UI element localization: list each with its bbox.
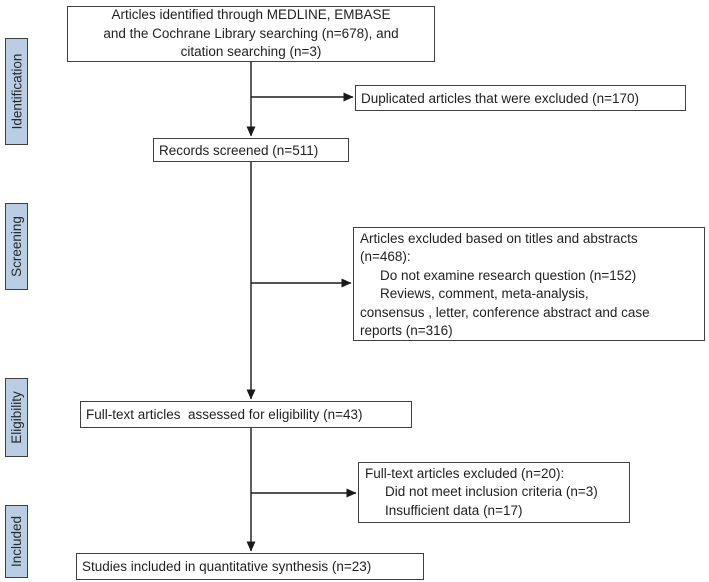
identified-line-1: Articles identified through MEDLINE, EMB…: [111, 7, 391, 23]
stage-label-included: Included: [5, 505, 28, 578]
excluded-ta-line-4: Reviews, comment, meta-analysis,: [380, 286, 589, 302]
box-articles-identified: Articles identified through MEDLINE, EMB…: [67, 6, 435, 62]
excluded-ta-line-2: (n=468):: [360, 249, 411, 265]
records-screened-text: Records screened (n=511): [159, 142, 319, 158]
identified-line-3: citation searching (n=3): [180, 44, 322, 60]
excluded-ta-line-6: reports (n=316): [360, 323, 453, 339]
stage-label-eligibility-text: Eligibility: [9, 391, 24, 444]
box-excluded-titles-abstracts: Articles excluded based on titles and ab…: [353, 227, 705, 341]
identified-line-2: and the Cochrane Library searching (n=67…: [103, 25, 399, 41]
stage-label-identification-text: Identification: [9, 53, 24, 130]
stage-label-screening: Screening: [5, 203, 28, 290]
studies-included-text: Studies included in quantitative synthes…: [82, 559, 372, 574]
duplicates-excluded-text: Duplicated articles that were excluded (…: [361, 90, 640, 106]
stage-label-identification: Identification: [5, 38, 28, 145]
box-records-screened: Records screened (n=511): [153, 138, 349, 162]
excluded-ta-line-5: consensus , letter, conference abstract …: [360, 304, 650, 320]
fulltext-excluded-line-3: Insufficient data (n=17): [385, 502, 523, 518]
box-fulltext-assessed: Full-text articles assessed for eligibil…: [80, 401, 412, 428]
box-duplicates-excluded: Duplicated articles that were excluded (…: [355, 85, 686, 111]
fulltext-assessed-text: Full-text articles assessed for eligibil…: [86, 407, 363, 422]
stage-label-eligibility: Eligibility: [5, 378, 28, 457]
excluded-ta-line-1: Articles excluded based on titles and ab…: [360, 231, 638, 246]
excluded-ta-line-3: Do not examine research question (n=152): [380, 267, 637, 283]
box-fulltext-excluded: Full-text articles excluded (n=20): Did …: [358, 462, 630, 523]
stage-label-included-text: Included: [9, 515, 25, 568]
stage-label-screening-text: Screening: [9, 216, 25, 277]
fulltext-excluded-line-2: Did not meet inclusion criteria (n=3): [385, 484, 598, 500]
fulltext-excluded-line-1: Full-text articles excluded (n=20):: [365, 466, 565, 481]
box-studies-included: Studies included in quantitative synthes…: [76, 553, 424, 580]
